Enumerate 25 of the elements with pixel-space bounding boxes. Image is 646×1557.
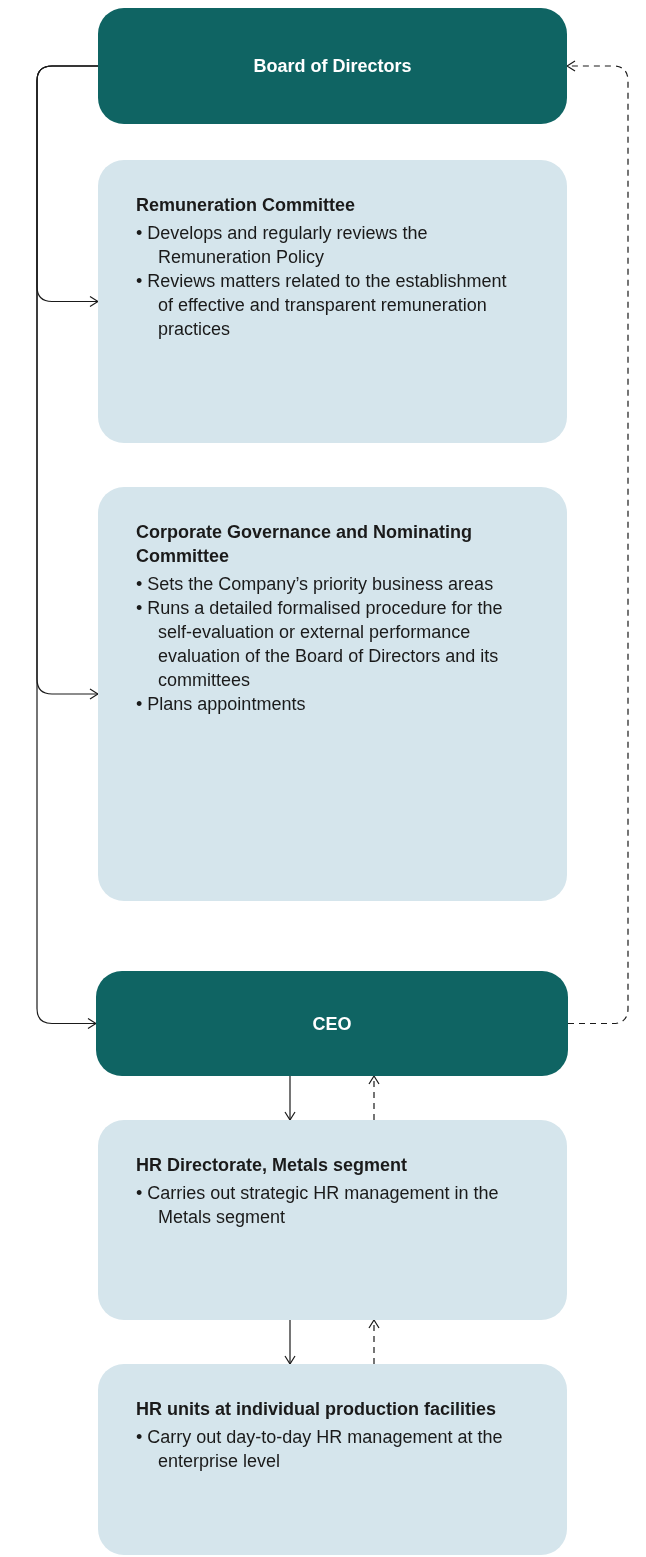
role-box [96, 971, 568, 1076]
arrow [36, 65, 99, 1030]
unit-heading: Corporate Governance and Nominating Committee [136, 521, 474, 568]
arrow [368, 1319, 380, 1365]
role-title: Board of Directors [253, 55, 412, 78]
unit-box [98, 1364, 567, 1555]
bullet-item: • Develops and regularly reviews the Remuneration Policy [136, 222, 429, 269]
unit-box [98, 487, 567, 901]
unit-heading: Remuneration Committee [136, 194, 357, 217]
arrow [284, 1319, 296, 1365]
unit-box [98, 1120, 567, 1320]
bullet-item: • Runs a detailed formalised procedure for the self-evaluation or external performance evaluation of the Board of Directors and its committees [136, 597, 504, 692]
bullet-item: • Sets the Company’s priority business areas [136, 573, 495, 596]
unit-heading: HR units at individual production facilities [136, 1398, 498, 1421]
arrow [368, 1075, 380, 1121]
arrow [566, 60, 629, 1025]
bullet-item: • Reviews matters related to the establishment of effective and transparent remuneration practices [136, 270, 508, 341]
arrow [284, 1075, 296, 1121]
unit-heading: HR Directorate, Metals segment [136, 1154, 409, 1177]
bullet-item: • Carries out strategic HR management in the Metals segment [136, 1182, 500, 1229]
role-box [98, 8, 567, 124]
role-title: CEO [312, 1012, 352, 1036]
bullet-item: • Carry out day-to-day HR management at the enterprise level [136, 1426, 504, 1473]
unit-box [98, 160, 567, 443]
bullet-item: • Plans appointments [136, 693, 307, 716]
